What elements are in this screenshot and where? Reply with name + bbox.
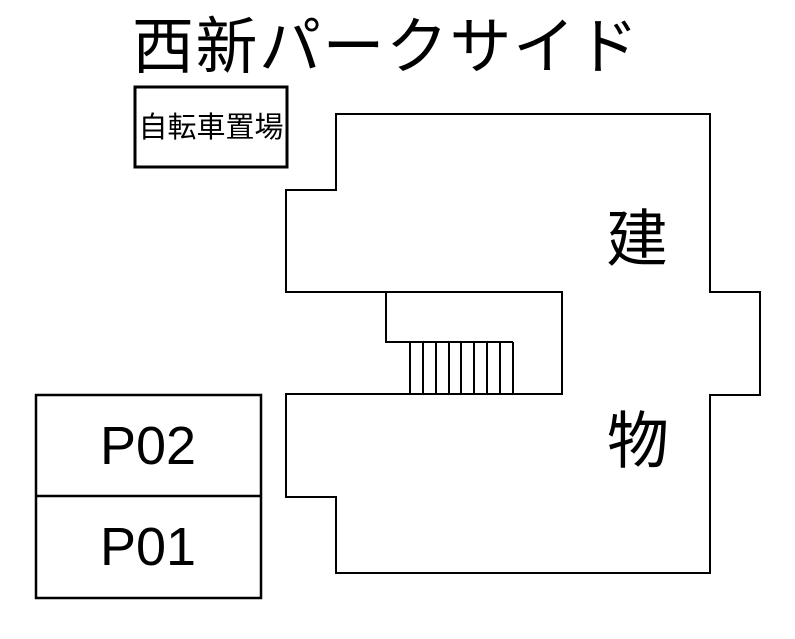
building-label-lower: 物 xyxy=(607,408,669,477)
bicycle-shed-label: 自転車置場 xyxy=(138,111,283,144)
stair-landing-lines xyxy=(385,292,513,343)
building-outline xyxy=(285,113,761,574)
bicycle-shed-box xyxy=(133,85,289,169)
parking-space-label-p02: P02 xyxy=(100,416,196,476)
building-label-upper: 建 xyxy=(606,206,668,275)
stairs-hatching-icon xyxy=(409,342,514,394)
parking-space-label-p01: P01 xyxy=(100,517,196,577)
page-title: 西新パークサイド xyxy=(132,13,640,82)
